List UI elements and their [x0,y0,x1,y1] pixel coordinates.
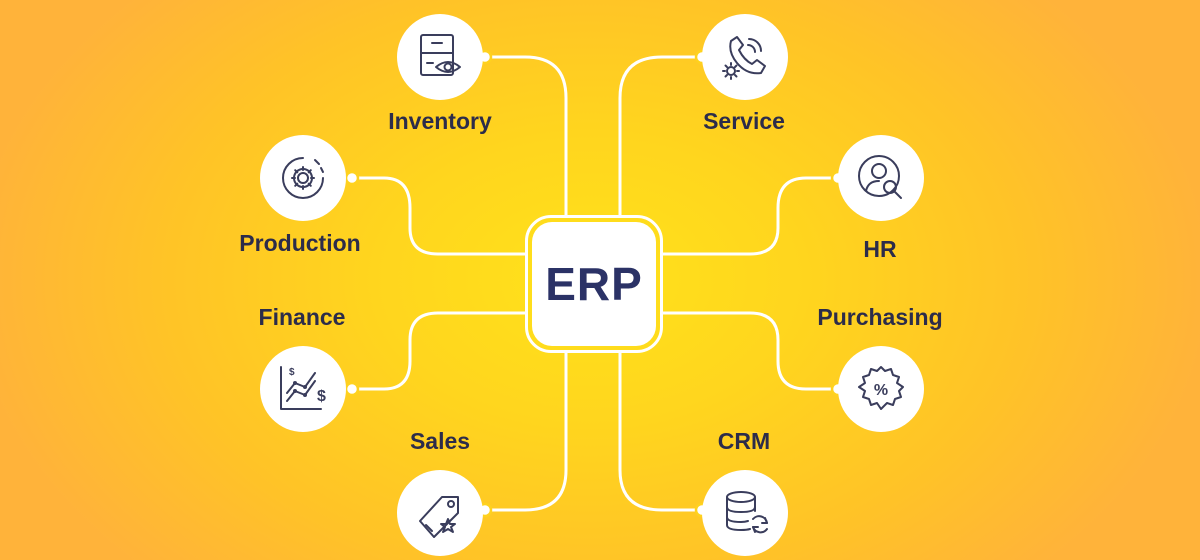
finance-label: Finance [258,304,346,330]
phone-gear-icon [722,36,766,80]
hr-label: HR [863,236,897,262]
erp-center-label: ERP [545,258,643,310]
inventory-node [397,14,483,100]
connector-hr [661,176,840,256]
svg-text:$: $ [317,388,326,405]
connector-inventory [483,55,568,217]
inventory-label: Inventory [388,108,492,134]
erp-center-inner: ERP [532,222,656,346]
price-tag-star-icon [419,496,459,538]
purchasing-label: Purchasing [817,304,943,330]
person-search-icon [858,155,902,199]
svg-text:$: $ [289,367,295,378]
sales-label: Sales [409,428,471,454]
service-node [702,14,788,100]
file-cabinet-eye-icon [420,34,461,76]
connector-sales [483,351,568,512]
purchasing-node: % [838,346,924,432]
crm-label: CRM [717,428,771,454]
hr-node [838,135,924,221]
percent-badge-icon: % [858,366,904,410]
connector-production [350,176,527,256]
service-label: Service [703,108,785,134]
erp-center-box: ERP [525,215,663,353]
svg-text:%: % [874,382,888,399]
connector-service [618,55,704,217]
production-label: Production [239,230,361,256]
growth-chart-dollar-icon: $ $ [280,366,326,410]
production-node [260,135,346,221]
connector-finance [350,311,527,391]
connector-crm [618,351,704,512]
gear-cycle-icon [282,157,324,199]
connector-purchasing [661,311,840,391]
sales-node [397,470,483,556]
finance-node: $ $ [260,346,346,432]
database-sync-icon [726,491,768,534]
crm-node [702,470,788,556]
